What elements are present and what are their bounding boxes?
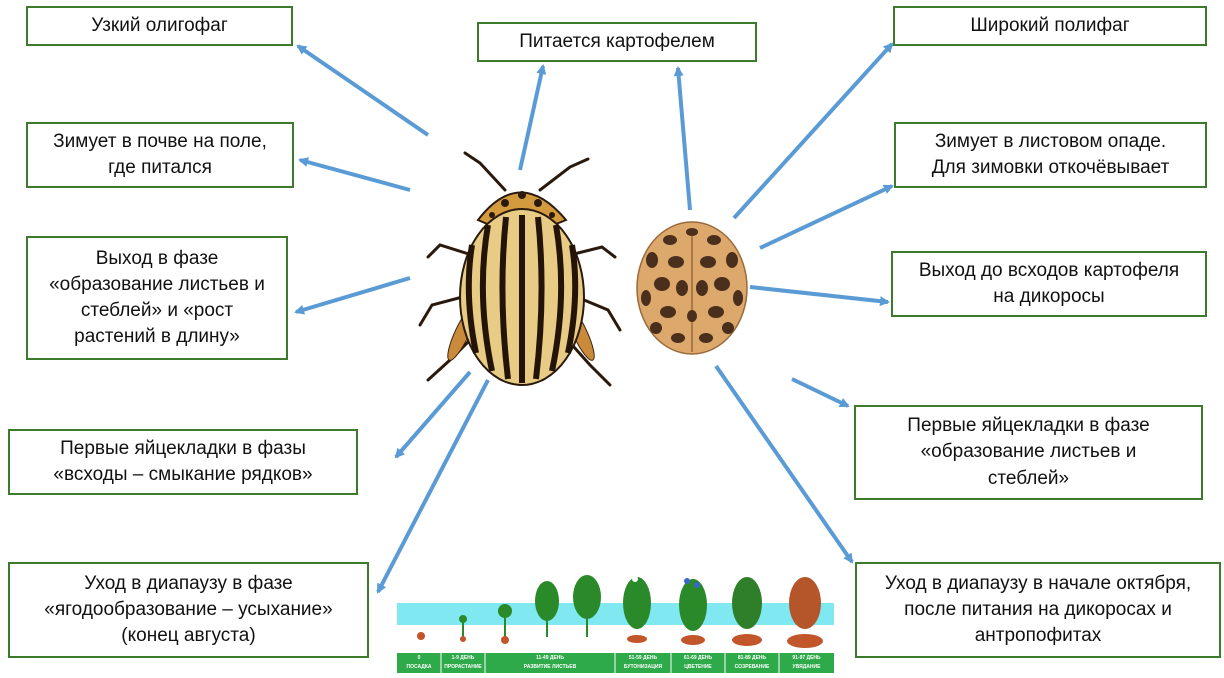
- label-emergence-before-sprouts: Выход до всходов картофеля на дикоросы: [919, 258, 1179, 310]
- box-feeds-on-potato: Питается картофелем: [477, 22, 757, 62]
- box-winters-in-soil: Зимует в почве на поле, где питался: [26, 122, 294, 188]
- box-first-eggs-left: Первые яйцекладки в фазы «всходы – смыка…: [8, 429, 358, 495]
- stage-day-6: 91-97 ДЕНЬ: [779, 655, 834, 661]
- stage-name-1: ПРОРАСТАНИЕ: [441, 664, 485, 670]
- label-diapause-left: Уход в диапаузу в фазе «ягодообразование…: [44, 571, 332, 650]
- arrow-to-winter-soil: [300, 160, 410, 190]
- arrow-to-eggs-right: [792, 379, 848, 406]
- arrow-to-oligophage: [298, 46, 428, 135]
- box-diapause-right: Уход в диапаузу в начале октября, после …: [855, 562, 1221, 658]
- spotted-beetle-image: [630, 218, 754, 358]
- stage-day-4: 61-69 ДЕНЬ: [671, 655, 725, 661]
- arrow-to-winter-litter: [760, 186, 892, 248]
- label-winters-in-litter: Зимует в листовом опаде. Для зимовки отк…: [932, 129, 1170, 181]
- box-winters-in-litter: Зимует в листовом опаде. Для зимовки отк…: [894, 122, 1207, 188]
- stage-name-3: БУТОНИЗАЦИЯ: [615, 664, 671, 670]
- label-emergence-phase: Выход в фазе «образование листьев и стеб…: [49, 246, 265, 351]
- label-first-eggs-right: Первые яйцекладки в фазе «образование ли…: [907, 413, 1149, 492]
- stage-name-5: СОЗРЕВАНИЕ: [725, 664, 779, 670]
- arrow-to-diapause-right: [716, 366, 852, 562]
- label-first-eggs-left: Первые яйцекладки в фазы «всходы – смыка…: [53, 436, 312, 488]
- stage-day-0: 0: [397, 655, 441, 661]
- label-narrow-oligophage: Узкий олигофаг: [91, 13, 228, 39]
- arrow-to-emergence-left: [296, 278, 410, 312]
- label-diapause-right: Уход в диапаузу в начале октября, после …: [885, 571, 1191, 650]
- stage-name-4: ЦВЕТЕНИЕ: [671, 664, 725, 670]
- box-emergence-before-sprouts: Выход до всходов картофеля на дикоросы: [891, 251, 1207, 317]
- stage-day-1: 1-9 ДЕНЬ: [441, 655, 485, 661]
- label-feeds-on-potato: Питается картофелем: [519, 29, 715, 55]
- colorado-beetle-image: [410, 145, 630, 395]
- box-narrow-oligophage: Узкий олигофаг: [26, 6, 293, 46]
- stage-day-5: 81-89 ДЕНЬ: [725, 655, 779, 661]
- box-emergence-phase: Выход в фазе «образование листьев и стеб…: [26, 236, 288, 360]
- stage-day-2: 11-49 ДЕНЬ: [485, 655, 615, 661]
- box-diapause-left: Уход в диапаузу в фазе «ягодообразование…: [8, 562, 369, 658]
- label-broad-polyphage: Широкий полифаг: [970, 13, 1129, 39]
- arrow-to-emergence-right: [750, 287, 888, 302]
- stage-day-3: 51-59 ДЕНЬ: [615, 655, 671, 661]
- stage-name-6: УВЯДАНИЕ: [779, 664, 834, 670]
- stage-name-0: ПОСАДКА: [397, 664, 441, 670]
- box-first-eggs-right: Первые яйцекладки в фазе «образование ли…: [854, 405, 1203, 500]
- label-winters-in-soil: Зимует в почве на поле, где питался: [53, 129, 267, 181]
- arrow-to-polyphage: [734, 44, 892, 218]
- potato-growth-phases: 0 1-9 ДЕНЬ 11-49 ДЕНЬ 51-59 ДЕНЬ 61-69 Д…: [397, 573, 834, 673]
- arrow-to-potato-right: [678, 68, 690, 210]
- stage-name-2: РАЗВИТИЕ ЛИСТЬЕВ: [485, 664, 615, 670]
- box-broad-polyphage: Широкий полифаг: [893, 6, 1207, 46]
